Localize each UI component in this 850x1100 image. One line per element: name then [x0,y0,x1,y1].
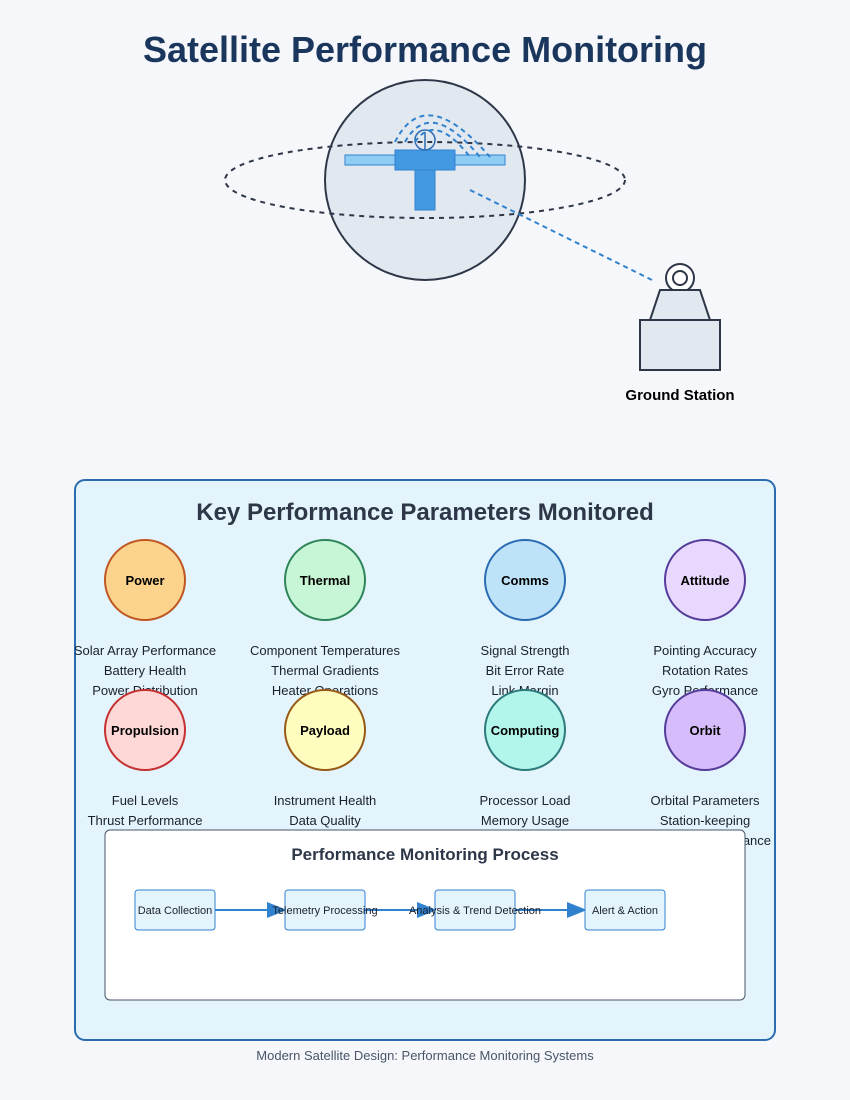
signal-wave-icon [404,121,481,158]
parameter-label: Orbit [689,723,721,738]
parameter-detail: Solar Array Performance [74,643,216,658]
parameter-circle [104,689,186,771]
process-heading: Performance Monitoring Process [291,845,558,864]
parameters-heading: Key Performance Parameters Monitored [196,499,654,526]
ground-station-building [639,319,721,371]
ground-station: Ground Station [625,263,735,404]
process-step-label: Telemetry Processing [272,905,377,917]
parameter-label: Thermal [300,573,351,588]
signal-wave-icon [414,129,471,158]
parameter-label: Propulsion [111,723,179,738]
ground-station-roof [648,289,712,321]
parameter-label: Computing [491,723,560,738]
downlink-beam [469,189,653,281]
parameter-label: Attitude [680,573,729,588]
parameter-detail: Memory Usage [481,813,569,828]
parameter-detail: Instrument Health [274,793,377,808]
process-panel: Performance Monitoring Process Data Coll… [104,829,746,1001]
ground-station-label: Ground Station [625,387,734,404]
parameter-detail: Bit Error Rate [486,663,565,678]
process-step-label: Analysis & Trend Detection [409,905,541,917]
parameter-label: Comms [501,573,549,588]
parameter-detail: Data Quality [289,813,361,828]
process-step-label: Data Collection [138,905,213,917]
process-step-label: Alert & Action [592,905,658,917]
parameter-circle [104,539,186,621]
signal-wave-icon [394,114,491,158]
satellite-body [394,149,456,171]
parameter-circle [664,539,746,621]
orbit-path [224,141,626,219]
parameter-label: Payload [300,723,350,738]
parameter-circle [484,539,566,621]
parameter-detail: Orbital Parameters [650,793,760,808]
ground-antenna-core [672,270,688,286]
page-title: Satellite Performance Monitoring [143,29,707,70]
parameter-detail: Thermal Gradients [271,663,379,678]
figure-caption: Modern Satellite Design: Performance Mon… [256,1048,594,1063]
parameter-detail: Thrust Performance [88,813,203,828]
parameter-detail: Rotation Rates [662,663,748,678]
parameter-circle [284,689,366,771]
parameter-detail: Fuel Levels [112,793,179,808]
parameter-detail: Pointing Accuracy [653,643,757,658]
parameter-detail: Battery Health [104,663,186,678]
satellite-antenna-mast [414,169,436,211]
parameter-detail: Station-keeping [660,813,750,828]
parameter-circle [284,539,366,621]
parameter-detail: Signal Strength [481,643,570,658]
solar-panel-left [344,154,396,166]
parameter-label: Power [125,573,164,588]
satellite-illustration [224,79,653,281]
parameter-circle [664,689,746,771]
parameter-detail: Processor Load [479,793,570,808]
process-step-box [584,889,666,931]
parameter-circle [484,689,566,771]
parameter-detail: Component Temperatures [250,643,401,658]
